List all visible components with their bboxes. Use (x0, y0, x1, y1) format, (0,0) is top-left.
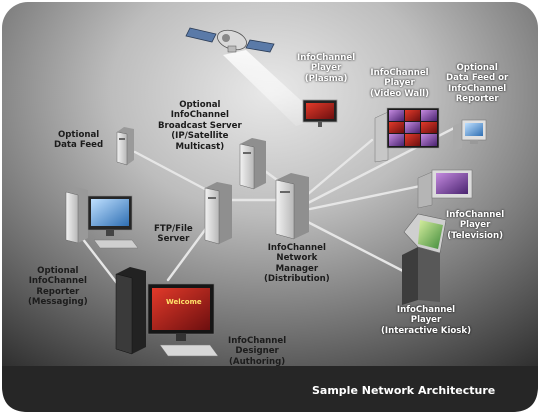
label-line: (Plasma) (304, 73, 348, 84)
connection-manager-kiosk (298, 216, 407, 274)
label-line: Network (276, 253, 318, 264)
label-line: (Television) (447, 230, 503, 241)
label-line: Optional (456, 63, 498, 73)
label-line: InfoChannel (267, 243, 326, 253)
label-line: InfoChannel (370, 68, 429, 78)
label-line: Player (410, 315, 442, 326)
connection-manager-television (308, 182, 432, 211)
label-line: Server (157, 234, 190, 245)
label-line: Designer (235, 346, 279, 357)
label-line: Broadcast Server (158, 120, 242, 131)
label-line: Player (459, 220, 491, 231)
server-tower-icon (116, 127, 134, 166)
workstation-icon (453, 119, 487, 151)
label-line: Optional (57, 130, 100, 140)
label-line: Data Feed or (446, 73, 509, 84)
label-line: InfoChannel (446, 210, 505, 220)
server-tower-icon (275, 173, 309, 240)
label-line: Data Feed (54, 140, 104, 151)
label-line: Reporter (36, 286, 80, 297)
label-line: InfoChannel (28, 276, 87, 287)
label-line: InfoChannel (170, 110, 229, 121)
connection-datafeed-ftp (133, 150, 220, 198)
label-line: Multicast) (175, 141, 225, 152)
label-line: Player (310, 63, 342, 74)
label-line: FTP/File (154, 224, 193, 234)
kiosk-icon (402, 213, 447, 305)
label-line: (Messaging) (28, 297, 88, 308)
caption-bar (2, 366, 538, 412)
satellite-beam (223, 50, 320, 126)
label-line: Optional (179, 100, 221, 110)
server-tower-icon (239, 138, 266, 190)
label-line: InfoChannel (448, 83, 507, 94)
label-line: Optional (37, 266, 79, 276)
label-line: InfoChannel (297, 53, 356, 63)
workstation-icon: Welcome (115, 267, 219, 357)
plasma-display-icon (302, 99, 338, 127)
label-line: (Interactive Kiosk) (381, 325, 472, 336)
satellite-icon (185, 27, 275, 53)
label-line: Reporter (455, 94, 499, 105)
label-line: Player (384, 78, 415, 89)
label-line: (Video Wall) (370, 88, 430, 99)
server-tower-icon (204, 182, 232, 245)
label-line: (Authoring) (228, 356, 286, 367)
television-icon (417, 169, 473, 209)
label-line: (Distribution) (264, 274, 330, 285)
label-line: InfoChannel (228, 336, 287, 346)
designer-screen-text: Welcome (166, 298, 202, 306)
video-wall-icon (374, 107, 440, 163)
label-line: Manager (275, 263, 319, 274)
label-line: (IP/Satellite (171, 131, 229, 142)
label-line: InfoChannel (396, 305, 456, 315)
workstation-icon (65, 187, 139, 249)
diagram-caption: Sample Network Architecture (312, 384, 496, 397)
